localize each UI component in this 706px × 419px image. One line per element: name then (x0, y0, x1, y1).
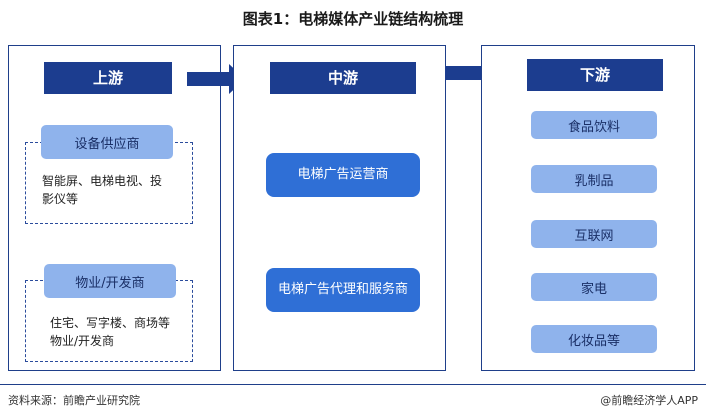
developer-pill: 物业/开发商 (44, 264, 176, 298)
page-title: 图表1：电梯媒体产业链结构梳理 (242, 10, 464, 28)
midstream-header: 中游 (270, 62, 416, 94)
source-note: 资料来源：前瞻产业研究院 (8, 394, 140, 407)
footer-divider (0, 384, 706, 385)
midstream-panel (233, 45, 446, 371)
upstream-panel (8, 45, 221, 371)
downstream-header: 下游 (527, 59, 663, 91)
down-item-food: 食品饮料 (531, 111, 657, 139)
upstream-header: 上游 (44, 62, 172, 94)
down-item-cosmetics: 化妆品等 (531, 325, 657, 353)
supplier-desc: 智能屏、电梯电视、投影仪等 (42, 174, 163, 206)
downstream-panel (481, 45, 695, 371)
mid-item-agency: 电梯广告代理和服务商 (266, 268, 420, 312)
down-item-internet: 互联网 (531, 220, 657, 248)
arrow-right-icon (187, 64, 245, 94)
down-item-dairy: 乳制品 (531, 165, 657, 193)
supplier-pill: 设备供应商 (41, 125, 173, 159)
brand-note: @前瞻经济学人APP (600, 394, 698, 407)
mid-item-operator: 电梯广告运营商 (266, 153, 420, 197)
developer-desc: 住宅、写字楼、商场等物业/开发商 (50, 316, 171, 348)
down-item-appliance: 家电 (531, 273, 657, 301)
